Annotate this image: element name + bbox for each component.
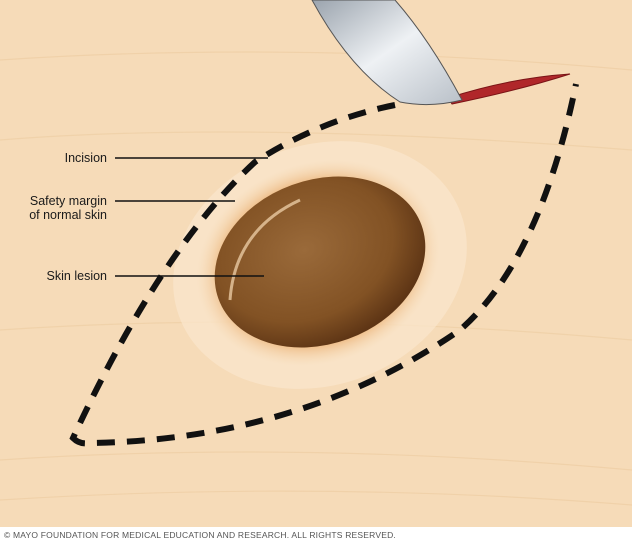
- label-incision: Incision: [64, 151, 107, 165]
- label-skin-lesion: Skin lesion: [46, 269, 107, 283]
- scalpel-blade: [311, 0, 463, 106]
- label-safety-margin-1: Safety margin: [29, 194, 107, 208]
- incision-dashed-line: [69, 83, 579, 447]
- incision-cut: [447, 73, 571, 105]
- footer-background: [0, 527, 632, 542]
- copyright-footer: © MAYO FOUNDATION FOR MEDICAL EDUCATION …: [4, 530, 396, 540]
- label-safety-margin-2: of normal skin: [29, 208, 107, 222]
